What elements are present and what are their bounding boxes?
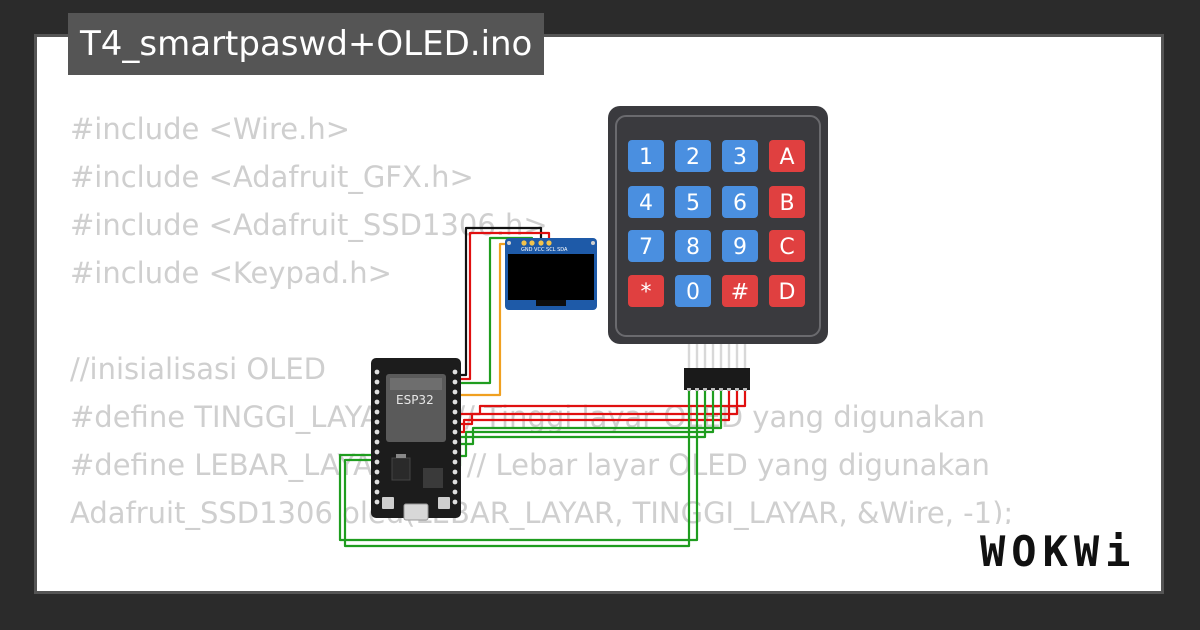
key-hash[interactable] bbox=[722, 275, 758, 307]
keypad-keys[interactable]: 1 2 3 A 4 5 6 B 7 8 9 C bbox=[628, 140, 805, 307]
project-title: T4_smartpaswd+OLED.ino bbox=[68, 13, 545, 75]
esp32-pins-left bbox=[374, 369, 380, 505]
code-line: #include <Keypad.h> bbox=[70, 256, 392, 290]
wire-green-keypad-1 bbox=[455, 388, 723, 446]
oled-pin-labels: GND VCC SCL SDA bbox=[521, 247, 568, 253]
usb-port bbox=[403, 503, 429, 521]
key-2-label: 2 bbox=[686, 145, 700, 170]
key-hash-label: # bbox=[731, 280, 749, 305]
key-0-label: 0 bbox=[686, 280, 700, 305]
key-2[interactable] bbox=[675, 140, 711, 172]
key-star-label: * bbox=[641, 280, 652, 305]
key-7-label: 7 bbox=[639, 235, 653, 260]
key-7[interactable] bbox=[628, 230, 664, 262]
wire-red-keypad-2 bbox=[455, 388, 739, 426]
key-9[interactable] bbox=[722, 230, 758, 262]
key-c[interactable] bbox=[769, 230, 805, 262]
key-0[interactable] bbox=[675, 275, 711, 307]
key-5-label: 5 bbox=[686, 191, 700, 216]
key-star[interactable] bbox=[628, 275, 664, 307]
keypad-ribbon bbox=[687, 344, 747, 370]
code-line: #define LEBAR_LAYAR 128 // Lebar layar O… bbox=[70, 448, 990, 482]
esp32-board[interactable]: ESP32 bbox=[371, 358, 461, 521]
wokwi-logo bbox=[976, 524, 1156, 580]
code-preview-card: #include <Wire.h> #include <Adafruit_GFX.… bbox=[34, 34, 1164, 594]
code-line: #include <Adafruit_SSD1306.h> bbox=[70, 208, 548, 242]
wire-red bbox=[455, 231, 551, 381]
esp32-pins-right bbox=[452, 369, 458, 505]
key-8-label: 8 bbox=[686, 235, 700, 260]
code-preview: #include <Wire.h> #include <Adafruit_GFX.… bbox=[70, 105, 1013, 591]
key-4[interactable] bbox=[628, 186, 664, 218]
code-line: #include <Adafruit_GFX.h> bbox=[70, 160, 474, 194]
oled-display[interactable]: GND VCC SCL SDA bbox=[505, 238, 597, 310]
key-4-label: 4 bbox=[639, 191, 653, 216]
key-b[interactable] bbox=[769, 186, 805, 218]
key-1[interactable] bbox=[628, 140, 664, 172]
key-d-label: D bbox=[779, 280, 796, 305]
esp32-label: ESP32 bbox=[396, 393, 434, 407]
boot-button[interactable] bbox=[382, 497, 394, 509]
key-6[interactable] bbox=[722, 186, 758, 218]
code-line: #include <Wire.h> bbox=[70, 112, 351, 146]
key-3[interactable] bbox=[722, 140, 758, 172]
key-b-label: B bbox=[779, 191, 794, 216]
wokwi-logo-text: WOKWi bbox=[980, 527, 1137, 576]
key-8[interactable] bbox=[675, 230, 711, 262]
membrane-keypad[interactable]: 1 2 3 A 4 5 6 B 7 8 9 C bbox=[608, 106, 828, 391]
key-1-label: 1 bbox=[639, 145, 653, 170]
oled-screen bbox=[508, 254, 594, 300]
code-line: //inisialisasi OLED bbox=[70, 352, 326, 386]
wire-green-keypad-4 bbox=[338, 388, 699, 542]
wire-red-keypad-1 bbox=[455, 388, 747, 416]
wire-green-keypad-2 bbox=[455, 388, 715, 458]
keypad-connector bbox=[684, 368, 750, 390]
key-5[interactable] bbox=[675, 186, 711, 218]
key-c-label: C bbox=[779, 235, 794, 260]
key-a[interactable] bbox=[769, 140, 805, 172]
key-3-label: 3 bbox=[733, 145, 747, 170]
esp32-chip bbox=[423, 468, 443, 488]
esp32-regulator bbox=[391, 457, 411, 481]
key-6-label: 6 bbox=[733, 191, 747, 216]
wire-green-keypad-5 bbox=[343, 388, 691, 548]
key-9-label: 9 bbox=[733, 235, 747, 260]
oled-pins bbox=[521, 240, 552, 246]
en-button[interactable] bbox=[438, 497, 450, 509]
key-a-label: A bbox=[779, 145, 794, 170]
key-d[interactable] bbox=[769, 275, 805, 307]
esp32-module bbox=[386, 374, 446, 442]
